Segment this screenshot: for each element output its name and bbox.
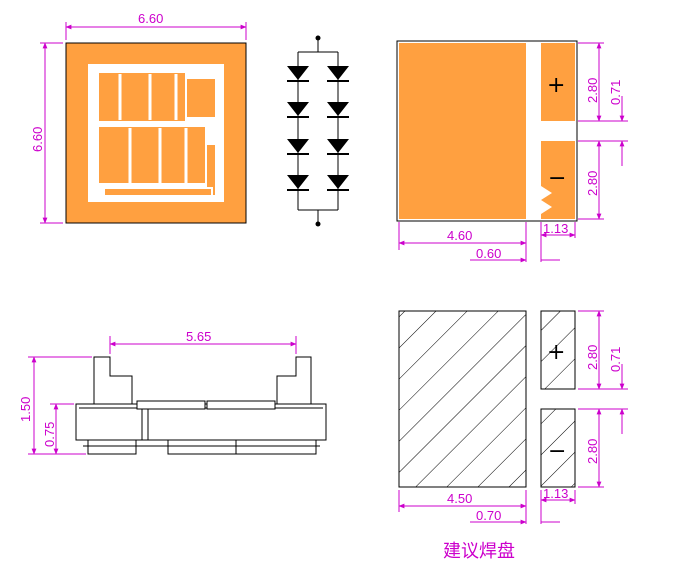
bottom-view-anode-pad [541,43,575,121]
diode-symbol [327,102,349,116]
top-view-height-label: 6.60 [30,127,45,152]
diode-symbol [287,175,309,189]
recommended-solder-pads: + − 2.80 0.71 2.80 4.50 1.13 0.70 建议焊盘 [398,310,628,562]
side-view: 5.65 1.50 0.75 [18,329,327,455]
bottom-view-pad-width-label: 1.13 [543,221,568,236]
diode-symbol [327,175,349,189]
bottom-view-large-pad [399,43,526,219]
solder-pad-large [398,310,527,488]
bottom-view-pad-height-top: 2.80 [585,78,600,103]
solder-pad-gap: 0.71 [608,347,623,372]
solder-pad-width-label: 1.13 [543,486,568,501]
diode-column-left [287,66,309,191]
diode-symbol [287,139,309,153]
side-view-right-terminal [276,356,312,405]
solder-anode-plus-sign: + [547,340,565,365]
side-view-total-height-label: 1.50 [18,397,33,422]
side-view-body [75,403,327,441]
side-view-body-height-label: 0.75 [42,422,57,447]
diode-symbol [287,102,309,116]
top-view-electrode-pattern [97,71,217,197]
bottom-view-pad-height-bottom: 2.80 [585,171,600,196]
diode-symbol [327,66,349,80]
solder-offset-label: 0.70 [476,508,501,523]
bottom-view-offset-label: 0.60 [476,246,501,261]
side-view-width-label: 5.65 [186,329,211,344]
bottom-view-pad-gap: 0.71 [608,80,623,105]
cathode-minus-sign: − [548,166,566,191]
bottom-view-width-label: 4.60 [447,228,472,243]
side-view-left-foot [87,439,137,455]
side-view-left-terminal [93,356,133,405]
solder-pad-cathode [540,408,576,488]
solder-pad-height-bottom: 2.80 [585,439,600,464]
anode-plus-sign: + [547,73,565,98]
top-view: 6.60 6.60 [30,11,247,224]
solder-cathode-minus-sign: − [548,439,566,464]
solder-pad-anode [540,310,576,390]
solder-pad-height-top: 2.80 [585,345,600,370]
bottom-view-cathode-pad [541,141,575,219]
side-view-right-foot [167,439,317,455]
bottom-view: + − 2.80 0.71 2.80 4.60 1.13 0.60 [396,40,628,263]
led-schematic [287,35,349,227]
diode-symbol [287,66,309,80]
diode-column-right [327,66,349,191]
top-view-width-label: 6.60 [138,11,163,26]
diode-symbol [327,139,349,153]
solder-pads-caption: 建议焊盘 [443,541,515,562]
solder-width-label: 4.50 [447,491,472,506]
